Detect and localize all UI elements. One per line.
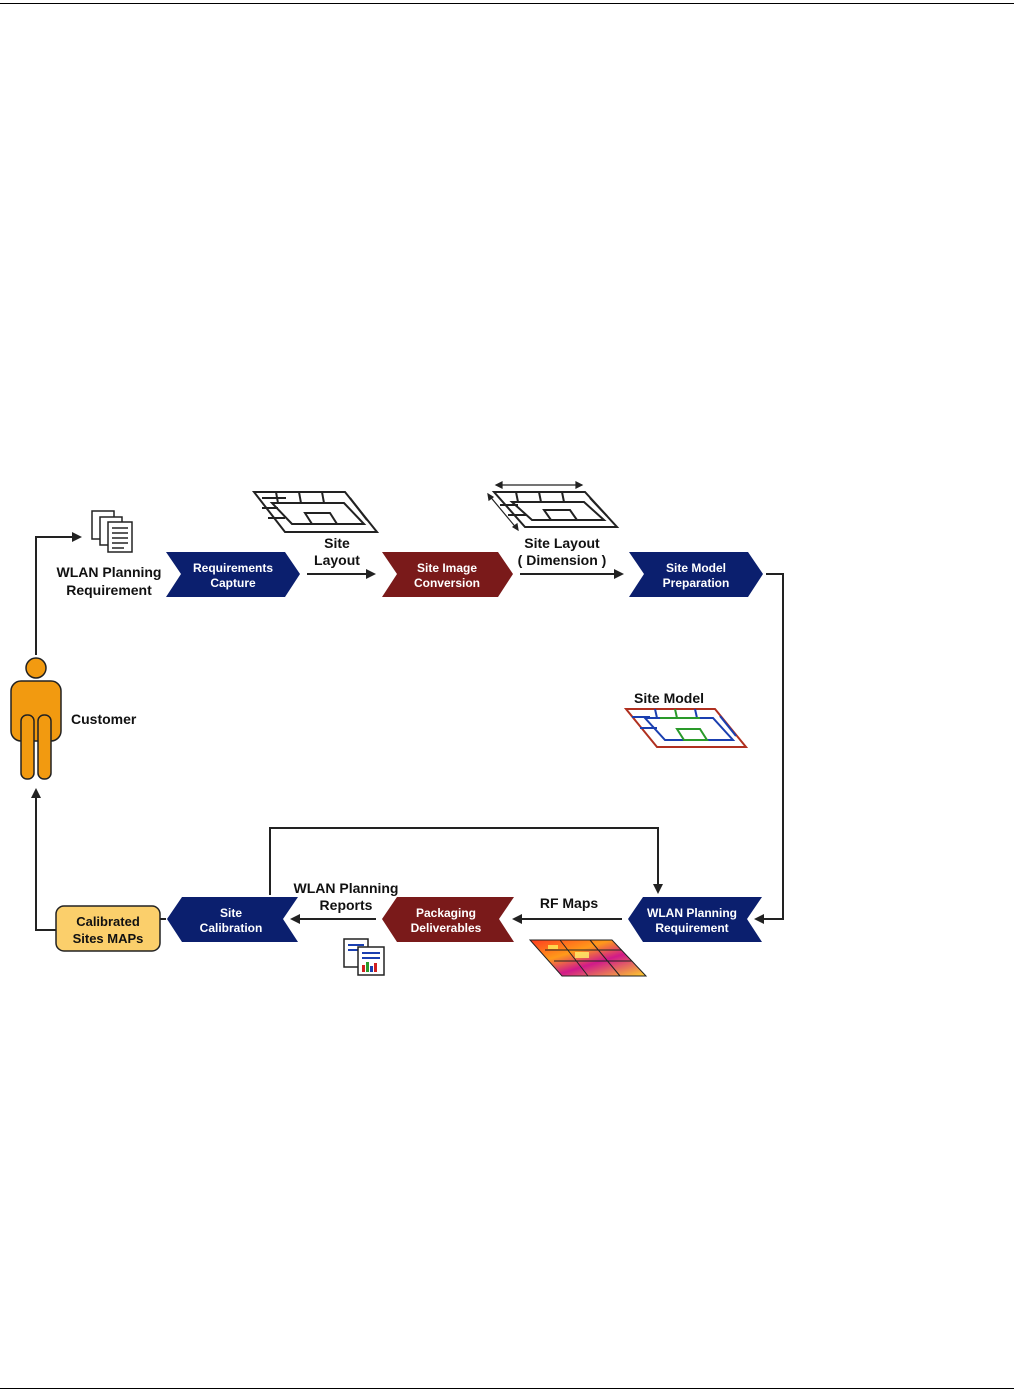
stage-requirements-capture-line1: Requirements <box>193 561 273 575</box>
rf-maps-label: RF Maps <box>540 895 599 911</box>
calibrated-line2: Sites MAPs <box>73 931 144 946</box>
site-layout-dimension-floorplan <box>491 491 620 528</box>
stage-wlan-planning-requirement-line1: WLAN Planning <box>647 906 737 920</box>
bottom-rule <box>0 1388 1014 1389</box>
stage-site-calibration-line2: Calibration <box>200 921 263 935</box>
stage-site-model-preparation: Site Model Preparation <box>629 552 763 597</box>
connector-model-to-planning <box>754 573 784 924</box>
connector-maps-to-customer <box>31 788 56 931</box>
site-model-floorplan <box>623 708 749 748</box>
person-icon <box>10 657 62 780</box>
wlan-reports-label-line2: Reports <box>320 897 373 913</box>
stage-packaging-deliverables: Packaging Deliverables <box>382 897 514 942</box>
stage-site-calibration-line1: Site <box>220 906 242 920</box>
stage-site-image-conversion-line2: Conversion <box>414 576 480 590</box>
requirement-doc-label-line1: WLAN Planning <box>57 564 162 580</box>
stage-site-image-conversion: Site Image Conversion <box>382 552 513 597</box>
dimension-arrows <box>487 481 584 532</box>
connector-calibration-feedback <box>269 827 663 895</box>
report-document-icon <box>343 938 385 976</box>
site-layout-dimension-label-line2: ( Dimension ) <box>518 552 607 568</box>
rf-heatmap <box>528 939 648 977</box>
stage-wlan-planning-requirement: WLAN Planning Requirement <box>628 897 762 942</box>
connector-customer-to-requirement <box>35 532 82 655</box>
calibrated-sites-maps-box: Calibrated Sites MAPs <box>55 905 161 952</box>
requirement-doc-label-line2: Requirement <box>66 582 152 598</box>
stage-requirements-capture: Requirements Capture <box>166 552 300 597</box>
site-layout-label-line1: Site <box>324 535 350 551</box>
site-model-label: Site Model <box>634 690 704 706</box>
stage-site-calibration: Site Calibration <box>167 897 298 942</box>
stage-site-image-conversion-line1: Site Image <box>417 561 477 575</box>
wlan-reports-label-line1: WLAN Planning <box>294 880 399 896</box>
stage-packaging-deliverables-line2: Deliverables <box>411 921 482 935</box>
customer-label: Customer <box>71 711 137 727</box>
stage-wlan-planning-requirement-line2: Requirement <box>655 921 728 935</box>
document-icon <box>91 510 133 553</box>
site-layout-dimension-label-line1: Site Layout <box>524 535 600 551</box>
stage-site-model-preparation-line2: Preparation <box>663 576 730 590</box>
stage-requirements-capture-line2: Capture <box>210 576 256 590</box>
top-rule <box>0 3 1014 4</box>
site-layout-label-line2: Layout <box>314 552 360 568</box>
stage-packaging-deliverables-line1: Packaging <box>416 906 476 920</box>
calibrated-line1: Calibrated <box>76 914 140 929</box>
site-layout-floorplan <box>251 491 380 533</box>
stage-site-model-preparation-line1: Site Model <box>666 561 726 575</box>
